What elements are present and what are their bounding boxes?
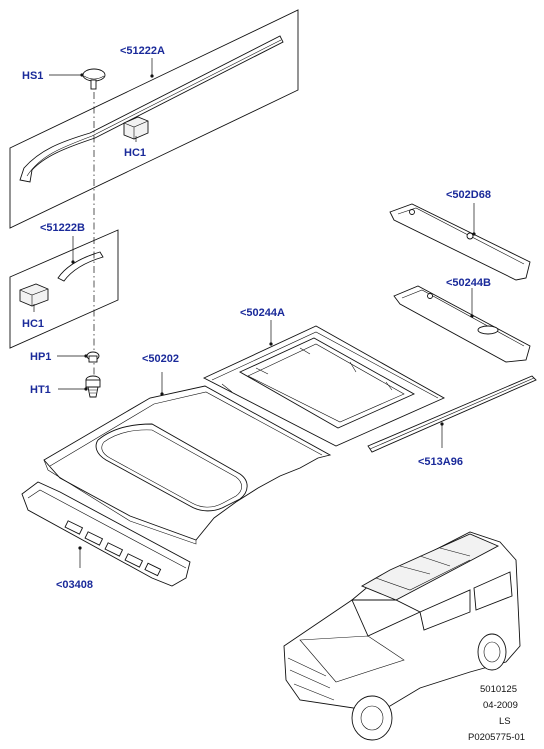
callout-hc1-upper: HC1 [124, 147, 146, 159]
callout-50202: <50202 [142, 353, 179, 365]
callout-50244a: <50244A [240, 307, 285, 319]
callout-513a96: <513A96 [418, 456, 463, 468]
callout-502d68: <502D68 [446, 189, 491, 201]
footer-ref: P0205775-01 [468, 732, 525, 743]
callout-51222a: <51222A [120, 45, 165, 57]
callout-50244b: <50244B [446, 277, 491, 289]
roof-frame-50244a [202, 325, 446, 447]
plug-hp1 [86, 351, 100, 363]
footer-code: 5010125 [480, 684, 517, 695]
footer-date: 04-2009 [483, 700, 518, 711]
footer-model: LS [499, 716, 511, 727]
roof-rail-moulding-51222a [19, 35, 284, 183]
leader-lines [33, 58, 476, 568]
roof-panel-50202 [43, 385, 332, 545]
side-rail-513a96 [367, 375, 537, 453]
screw-hs1 [82, 68, 106, 90]
callout-hs1: HS1 [22, 70, 43, 82]
callout-hp1: HP1 [30, 351, 51, 363]
frame-51222b [9, 229, 119, 349]
clip-hc1-upper [123, 116, 149, 140]
fastener-ht1 [85, 375, 101, 398]
moulding-end-51222b [57, 251, 104, 282]
callout-hc1-lower: HC1 [22, 318, 44, 330]
callout-03408: <03408 [56, 579, 93, 591]
callout-ht1: HT1 [30, 384, 51, 396]
vehicle-locator-image [283, 531, 521, 741]
clip-hc1-lower [19, 283, 49, 307]
callout-51222b: <51222B [40, 222, 85, 234]
crossmember-50244b [393, 285, 531, 363]
frame-51222a [9, 9, 299, 229]
rear-crossmember-502d68 [389, 203, 531, 281]
front-header-03408 [21, 481, 191, 587]
